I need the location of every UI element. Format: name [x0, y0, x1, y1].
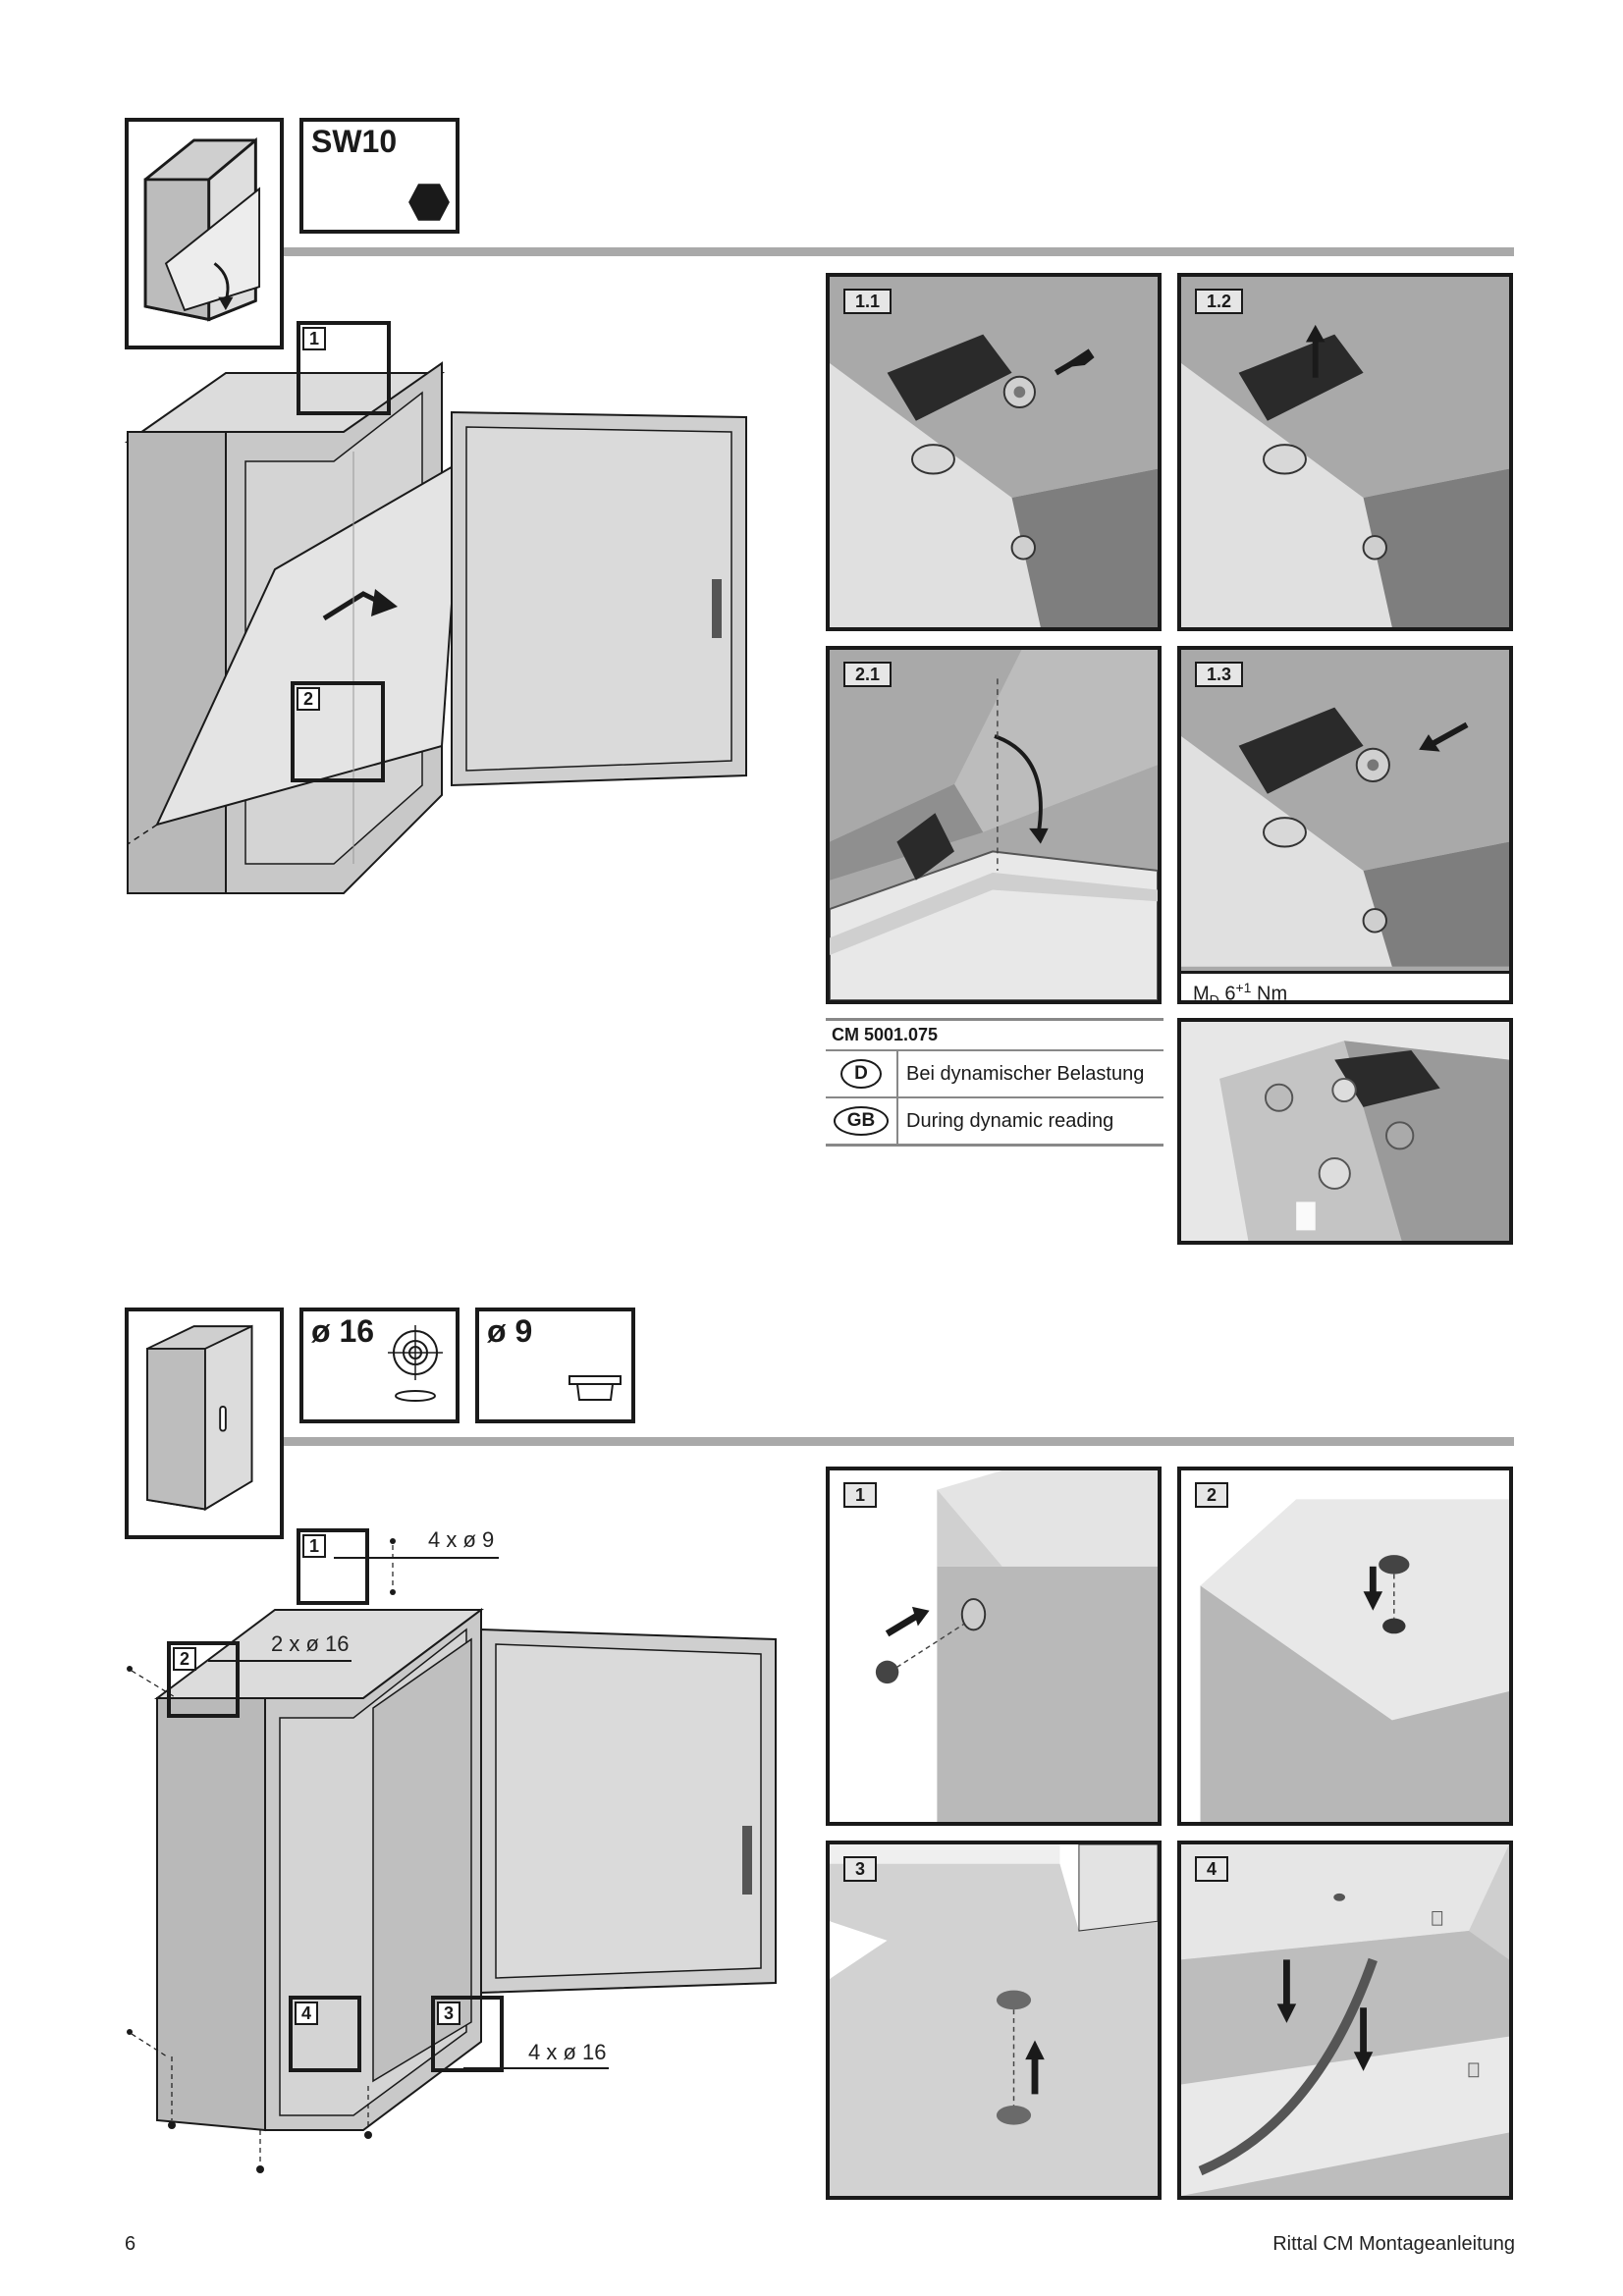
- detail-panel-plug-bottom: 3: [826, 1841, 1162, 2200]
- callout-label: 4: [295, 2002, 319, 2025]
- language-code: GB: [833, 1106, 890, 1136]
- tool-box-label: ø 16: [311, 1313, 375, 1349]
- detail-panel-1-3: 1.3 MD 6+1 Nm: [1177, 646, 1513, 1004]
- annotation-knockouts-16-top: 2 x ø 16: [271, 1631, 350, 1656]
- panel-label: 1.3: [1195, 662, 1244, 687]
- callout-frame-1: 1: [297, 1528, 369, 1605]
- tool-box-sw10: SW10: [299, 118, 460, 234]
- tool-box-label: SW10: [311, 124, 398, 159]
- manual-title: Rittal CM Montageanleitung: [1272, 2233, 1515, 2255]
- cabinet-open-icon-box: [125, 118, 284, 349]
- callout-frame-1: 1: [297, 321, 391, 415]
- detail-panel-1-1: 1.1: [826, 273, 1162, 631]
- table-row: GB During dynamic reading: [826, 1098, 1163, 1147]
- panel-label: 1.2: [1195, 289, 1244, 314]
- panel-label: 1: [843, 1482, 878, 1508]
- callout-frame-4: 4: [289, 1996, 361, 2072]
- row-text: Bei dynamischer Belastung: [906, 1062, 1145, 1085]
- cabinet-illustration-plugs: [127, 1538, 777, 2173]
- section-divider: [284, 247, 1514, 256]
- article-table: CM 5001.075 D Bei dynamischer Belastung …: [826, 1018, 1163, 1147]
- callout-label: 2: [297, 687, 321, 711]
- panel-label: 2.1: [843, 662, 893, 687]
- detail-panel-plug-top: 2: [1177, 1467, 1513, 1826]
- detail-panel-1-2: 1.2: [1177, 273, 1513, 631]
- article-number: CM 5001.075: [826, 1018, 1163, 1051]
- panel-label: 1.1: [843, 289, 893, 314]
- cabinet-closed-icon-box: [125, 1308, 284, 1539]
- table-row: D Bei dynamischer Belastung: [826, 1051, 1163, 1098]
- callout-frame-2: 2: [167, 1641, 240, 1718]
- callout-frame-3: 3: [431, 1996, 504, 2072]
- callout-label: 2: [173, 1647, 197, 1671]
- annotation-leader: [334, 1557, 499, 1559]
- tool-box-knockout-16: ø 16: [299, 1308, 460, 1423]
- row-text: During dynamic reading: [906, 1109, 1114, 1132]
- page-number: 6: [125, 2233, 136, 2255]
- plug-grommet-icon: [568, 1375, 622, 1401]
- photo-panel-clip: [1177, 1018, 1513, 1245]
- callout-label: 1: [302, 327, 327, 350]
- cabinet-closed-icon: [146, 1324, 253, 1512]
- detail-panel-2-1: 2.1: [826, 646, 1162, 1004]
- tool-box-label: ø 9: [487, 1313, 533, 1349]
- cabinet-open-icon: [143, 136, 261, 322]
- language-code: D: [840, 1059, 882, 1089]
- callout-label: 1: [302, 1534, 327, 1558]
- callout-frame-2: 2: [291, 681, 385, 782]
- panel-label: 3: [843, 1856, 878, 1882]
- detail-panel-plug-base: 4: [1177, 1841, 1513, 2200]
- hex-bit-icon: [408, 184, 450, 221]
- cabinet-illustration-mounting-plate: [124, 361, 747, 894]
- annotation-plugs-9: 4 x ø 9: [428, 1527, 495, 1552]
- detail-panel-plug-side: 1: [826, 1467, 1162, 1826]
- knockout-target-icon: [388, 1325, 443, 1402]
- annotation-leader: [463, 2067, 609, 2069]
- panel-label: 4: [1195, 1856, 1229, 1882]
- callout-label: 3: [437, 2002, 461, 2025]
- panel-label: 2: [1195, 1482, 1229, 1508]
- annotation-leader: [208, 1660, 352, 1662]
- tool-box-plug-9: ø 9: [475, 1308, 635, 1423]
- annotation-knockouts-16-bottom: 4 x ø 16: [528, 2040, 607, 2064]
- section-divider: [284, 1437, 1514, 1446]
- torque-spec: MD 6+1 Nm: [1181, 971, 1509, 1000]
